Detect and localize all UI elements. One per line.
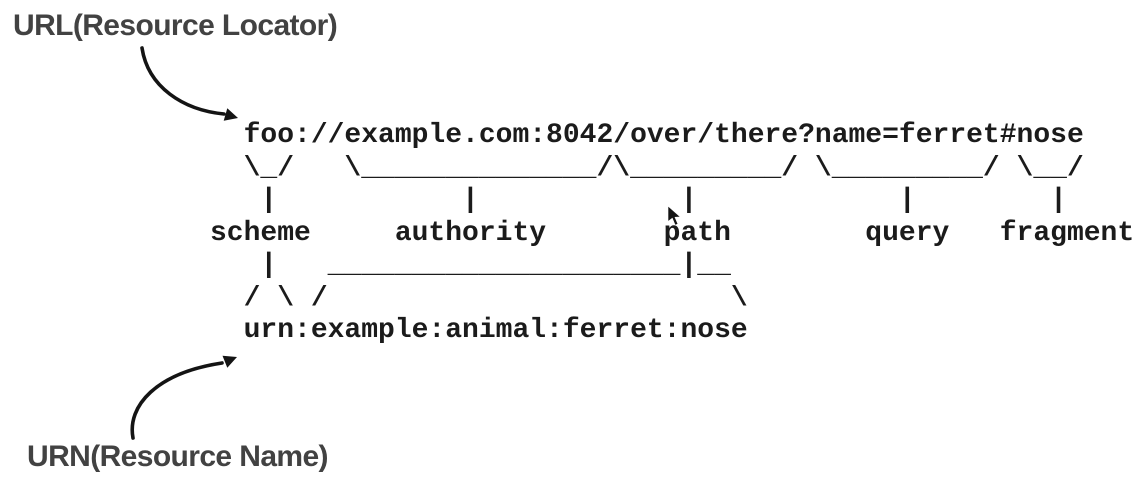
uri-ascii-art: foo://example.com:8042/over/there?name=f… <box>210 120 1134 348</box>
ascii-line-component-labels: scheme authority path query fragment <box>210 217 1135 249</box>
ascii-line-underbraces: \_/ \______________/\_________/ \_______… <box>210 152 1084 184</box>
ascii-line-urn-bracket-bottom: / \ / \ <box>210 282 748 314</box>
mouse-cursor-icon <box>667 205 682 226</box>
ascii-line-urn-example: urn:example:animal:ferret:nose <box>210 315 748 346</box>
ascii-line-urn-bracket-top: | _____________________|__ <box>210 250 731 281</box>
ascii-line-uri-example: foo://example.com:8042/over/there?name=f… <box>210 120 1084 151</box>
url-label: URL(Resource Locator) <box>13 9 338 42</box>
urn-curved-arrow-icon <box>130 355 237 440</box>
url-curved-arrow-icon <box>140 46 238 121</box>
ascii-line-connectors: | | | | | <box>210 185 1067 216</box>
urn-label: URN(Resource Name) <box>27 440 329 473</box>
